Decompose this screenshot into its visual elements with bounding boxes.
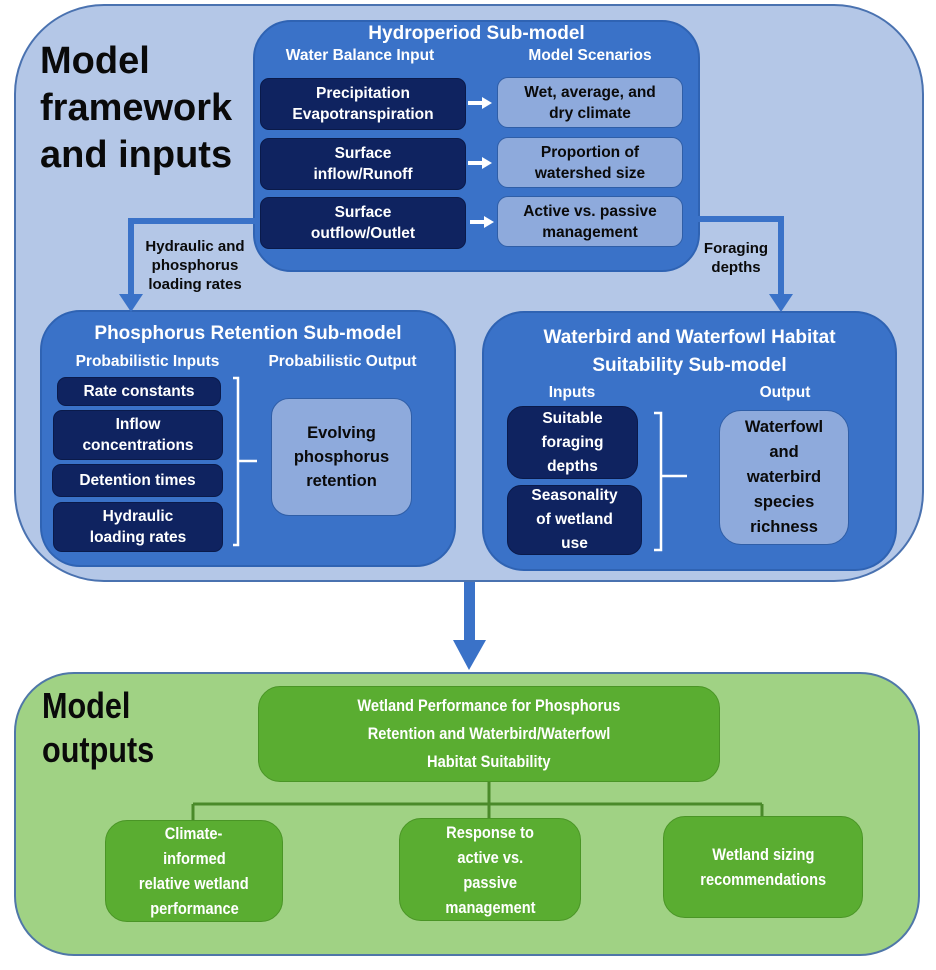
model-scenario-box: Active vs. passive management (497, 196, 683, 247)
box-text-line: phosphorus (293, 448, 390, 466)
box-text-line: loading rates (89, 529, 187, 546)
model-scenario-box: Proportion of watershed size (497, 137, 683, 188)
box-text-line: Detention times (79, 472, 196, 489)
species-richness-box: Waterfowl and waterbird species richness (719, 410, 849, 545)
box-text-line: dry climate (549, 104, 631, 122)
framework-label: Model framework and inputs (40, 38, 232, 179)
outputs-label-line: Model (42, 685, 131, 726)
box-text-line: Evolving (307, 424, 376, 442)
outputs-label-line: outputs (42, 729, 155, 770)
box-text-line: Wetland sizing (711, 845, 815, 864)
probabilistic-input-box: Inflow concentrations (53, 410, 223, 460)
box-text-line: performance (149, 899, 239, 918)
box-text-line: Suitable (542, 409, 603, 427)
box-text-line: use (561, 535, 588, 552)
box-text-line: Rate constants (83, 383, 195, 400)
model-scenarios-header: Model Scenarios (528, 47, 652, 64)
water-balance-input-box: Surface outflow/Outlet (260, 197, 466, 249)
outputs-label: Model outputs (42, 684, 154, 772)
box-text-line: foraging (541, 433, 604, 451)
box-text-line: inflow/Runoff (313, 166, 413, 183)
box-text-line: Wetland Performance for Phosphorus (357, 696, 621, 715)
box-text-line: waterbird (746, 468, 822, 486)
flow-label-line: Foraging (703, 240, 769, 257)
box-text-line: species (753, 493, 815, 511)
box-text-line: richness (750, 518, 818, 536)
water-balance-input-header: Water Balance Input (285, 47, 435, 64)
box-text-line: outflow/Outlet (310, 225, 416, 242)
habitat-title: Waterbird and Waterfowl Habitat Suitabil… (482, 324, 897, 380)
evolving-phosphorus-retention-box: Evolving phosphorus retention (271, 398, 412, 516)
flow-label-line: depths (711, 259, 761, 276)
box-text-line: Inflow (115, 416, 161, 433)
box-text-line: Seasonality (531, 487, 618, 504)
box-text-line: active vs. (457, 847, 523, 867)
box-text-line: Active vs. passive (523, 202, 657, 220)
box-text-line: concentrations (82, 437, 194, 454)
arrow-head-to-outputs (453, 640, 486, 670)
box-text-line: of wetland (536, 511, 613, 528)
model-scenario-box: Wet, average, and dry climate (497, 77, 683, 128)
box-text-line: relative wetland (139, 874, 249, 893)
box-text-line: recommendations (700, 870, 826, 889)
water-balance-input-box: Surface inflow/Runoff (260, 138, 466, 190)
flow-label-loading-rates: Hydraulic and phosphorus loading rates (135, 237, 255, 294)
box-text-line: Hydraulic (102, 508, 174, 525)
habitat-input-box: Seasonality of wetland use (507, 485, 642, 555)
box-text-line: Evapotranspiration (292, 106, 434, 123)
flow-label-line: Hydraulic and (145, 238, 245, 255)
box-text-line: Proportion of (540, 143, 640, 161)
framework-label-line: framework (40, 87, 233, 129)
box-text-line: management (444, 897, 536, 917)
box-text-line: Waterfowl (744, 418, 824, 436)
habitat-inputs-header: Inputs (548, 384, 596, 401)
hydroperiod-title: Hydroperiod Sub-model (368, 23, 585, 44)
habitat-title-line: Suitability Sub-model (592, 355, 787, 376)
box-text-line: retention (306, 472, 377, 490)
wetland-performance-box: Wetland Performance for Phosphorus Reten… (258, 686, 720, 782)
phosphorus-title: Phosphorus Retention Sub-model (94, 323, 402, 344)
box-text-line: watershed size (534, 164, 646, 182)
probabilistic-input-box: Rate constants (57, 377, 221, 406)
output-child-box: Climate- informed relative wetland perfo… (105, 820, 283, 922)
habitat-title-line: Waterbird and Waterfowl Habitat (543, 327, 836, 348)
box-text-line: depths (547, 457, 598, 475)
framework-label-line: Model (40, 40, 150, 82)
probabilistic-output-header: Probabilistic Output (268, 353, 417, 370)
flow-label-line: phosphorus (151, 257, 239, 274)
habitat-input-box: Suitable foraging depths (507, 406, 638, 479)
arrow-to-outputs (464, 582, 475, 640)
box-text-line: Precipitation (316, 85, 410, 102)
output-child-box: Response to active vs. passive managemen… (399, 818, 581, 921)
box-text-line: and (769, 443, 799, 461)
probabilistic-input-box: Detention times (52, 464, 223, 497)
flow-label-line: loading rates (148, 276, 242, 293)
box-text-line: Surface (334, 204, 392, 221)
habitat-output-header: Output (759, 384, 811, 401)
water-balance-input-box: Precipitation Evapotranspiration (260, 78, 466, 130)
framework-label-line: and inputs (40, 134, 233, 176)
box-text-line: passive (463, 872, 517, 892)
probabilistic-inputs-header: Probabilistic Inputs (75, 353, 220, 370)
box-text-line: Surface (334, 145, 392, 162)
probabilistic-input-box: Hydraulic loading rates (53, 502, 223, 552)
box-text-line: informed (162, 849, 226, 868)
flow-label-foraging-depths: Foraging depths (700, 239, 772, 277)
box-text-line: Response to (446, 822, 534, 842)
box-text-line: Habitat Suitability (427, 752, 551, 771)
box-text-line: management (542, 223, 638, 241)
output-child-box: Wetland sizing recommendations (663, 816, 863, 918)
box-text-line: Retention and Waterbird/Waterfowl (367, 724, 611, 743)
box-text-line: Wet, average, and (524, 83, 656, 101)
box-text-line: Climate- (165, 824, 223, 843)
